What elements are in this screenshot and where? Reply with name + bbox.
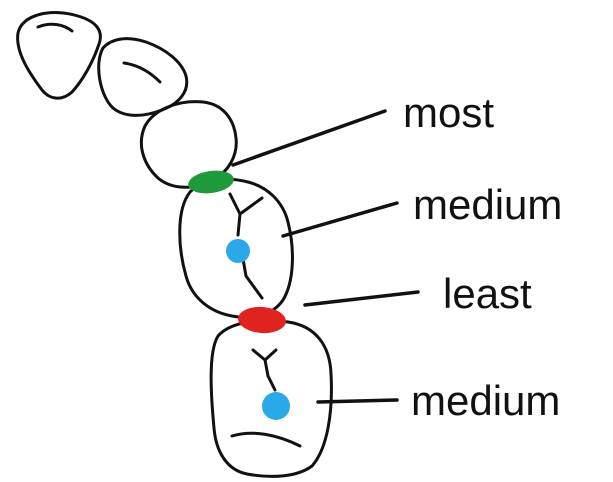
label-medium-lower: medium — [411, 380, 560, 422]
label-most: most — [403, 92, 494, 134]
leader-line-most — [233, 111, 385, 165]
center-dot-premolar — [226, 239, 250, 263]
contact-point-least — [237, 305, 287, 334]
molar-groove — [232, 433, 300, 446]
leader-line-medium-upper — [283, 203, 397, 236]
molar-fissure — [253, 350, 276, 390]
center-dot-molar — [262, 392, 290, 420]
incisor-2-ridge — [124, 63, 160, 82]
contact-point-most — [187, 168, 236, 196]
label-medium-upper: medium — [413, 184, 562, 226]
leader-line-least — [305, 292, 418, 305]
leader-line-medium-lower — [318, 400, 397, 402]
incisor-1-ridge — [38, 24, 72, 31]
label-least: least — [443, 273, 532, 315]
